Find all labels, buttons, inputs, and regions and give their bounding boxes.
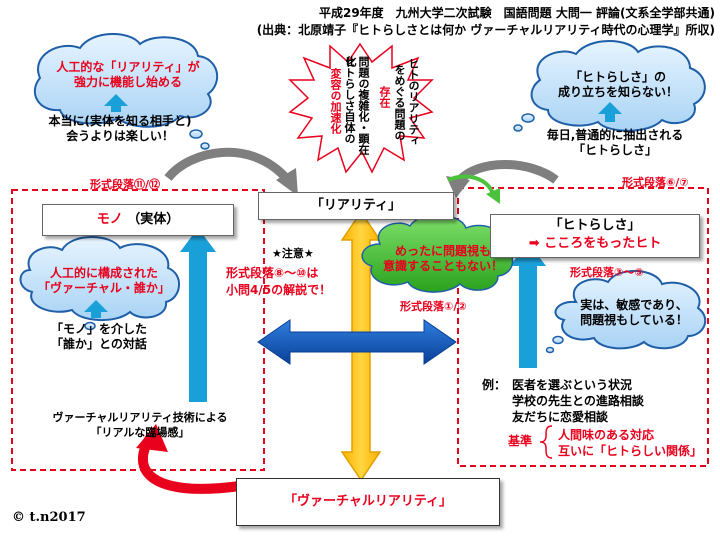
burst-line-1: ヒトのリアリティ	[407, 58, 420, 146]
top-right-cloud	[513, 40, 706, 132]
right-section-frame	[457, 187, 709, 467]
criteria-label: 基準	[508, 434, 533, 448]
mono-box-main: モノ	[96, 212, 123, 227]
left-cloud-line-2: 「ヴァーチャル・誰か」	[38, 281, 170, 295]
right-cloud-line-2: 問題視もしている！	[580, 313, 688, 327]
top-left-text-line-2: 会うよりは楽しい！	[66, 129, 174, 143]
top-right-up-arrow	[598, 102, 622, 122]
virtual-reality-box: 「ヴァーチャルリアリティ」	[236, 478, 500, 526]
left-cloud-text: 人工的に構成された 「ヴァーチャル・誰か」	[34, 266, 174, 296]
note-title: ★注意★	[272, 247, 314, 260]
green-cloud-text: めったに問題視も 意識することもない！	[378, 244, 508, 274]
top-right-cloud-line-2: 成り立ちを知らない！	[557, 85, 678, 99]
left-text-line-2: 「誰か」との対話	[51, 337, 147, 351]
criteria-line-2: 互いに「ヒトらしい関係」	[558, 444, 703, 458]
criteria-line-1: 人間味のある対応	[558, 428, 655, 442]
top-left-cloud-text: 人工的な「リアリティ」が 強力に機能し始める	[48, 60, 208, 90]
left-up-arrow	[180, 228, 216, 402]
left-text: 「モノ」を介した 「誰か」との対話	[34, 322, 164, 352]
examples-line-1: 医者を選ぶという状況	[512, 378, 633, 392]
reality-box: 「リアリティ」	[258, 192, 454, 220]
hitorashisa-box-arrow: ➡	[528, 236, 540, 251]
left-text-line-1: 「モノ」を介した	[50, 322, 147, 336]
burst-shape	[288, 42, 434, 174]
burst-line-6: 変容の加速化	[329, 68, 342, 134]
hitorashisa-box: 「ヒトらしさ」 ➡ こころをもったヒト	[490, 214, 700, 258]
examples-line-2: 学校の先生との進路相談	[512, 394, 644, 408]
right-up-arrow	[510, 242, 546, 368]
mono-box-sub: （実体）	[127, 212, 180, 227]
left-bottom-text: ヴァーチャルリアリティ技術による 「リアルな臨場感」	[28, 410, 252, 440]
header-source: (出典：北原靖子『ヒトらしさとは何か ヴァーチャルリアリティ時代の心理学』所収)	[256, 23, 715, 37]
burst-text: ヒトのリアリティ をめぐる問題の 存在 問題の複雑化・顕在化 ヒトらしさ自体の …	[312, 54, 422, 164]
right-inner-cloud	[545, 269, 707, 354]
right-cloud-line-1: 実は、敏感であり、	[580, 298, 688, 312]
section-label-11-12: 形式段落⑪/⑫	[90, 178, 161, 191]
hitorashisa-box-line-2-emph: こころをもったヒト	[544, 236, 662, 251]
left-inner-up-arrow	[84, 300, 108, 318]
gray-curve-arrow-left	[164, 147, 290, 182]
green-cloud-line-2: 意識することもない！	[382, 259, 503, 273]
header-title: 平成29年度 九州大学二次試験 国語問題 大問一 評論(文系全学部共通)	[318, 6, 715, 20]
examples-line-3: 友だちに恋愛相談	[512, 410, 609, 424]
left-section-frame	[11, 189, 265, 471]
left-cloud-line-1: 人工的に構成された	[49, 266, 158, 280]
hitorashisa-box-line-1: 「ヒトらしさ」	[549, 218, 641, 233]
left-inner-cloud	[19, 236, 180, 331]
top-right-text-line-1: 毎日,普通的に抽出される	[546, 128, 684, 142]
burst-line-4: 問題の複雑化・顕在化	[344, 56, 370, 155]
top-right-text: 毎日,普通的に抽出される 「ヒトらしさ」	[530, 128, 700, 158]
blue-horizontal-double-arrow	[257, 319, 457, 365]
burst-line-5: ヒトらしさ自体の	[343, 56, 356, 144]
top-left-cloud-line-2: 強力に機能し始める	[73, 75, 182, 89]
top-right-cloud-text: 「ヒトらしさ」の 成り立ちを知らない！	[548, 70, 688, 100]
mono-box: モノ （実体）	[42, 204, 234, 236]
top-left-text: 本当に(実体を知る相手と) 会うよりは楽しい！	[20, 114, 220, 144]
left-bottom-text-line-1: ヴァーチャルリアリティ技術による	[52, 411, 228, 424]
section-label-1-2: 形式段落①/②	[400, 300, 467, 313]
copyright-text: © t.n2017	[12, 510, 86, 525]
top-left-cloud-line-1: 人工的な「リアリティ」が	[56, 60, 200, 74]
note-line-1: 形式段落⑧〜⑩は	[226, 266, 319, 280]
burst-line-2: をめぐる問題の	[393, 64, 406, 141]
note-line-2: 小問4/5の解説で！	[226, 283, 332, 297]
top-left-cloud	[33, 32, 218, 150]
top-left-up-arrow	[104, 94, 128, 112]
criteria-brace	[539, 425, 553, 459]
top-left-text-line-1: 本当に(実体を知る相手と)	[48, 114, 192, 128]
green-cloud-line-1: めったに問題視も	[394, 244, 491, 258]
examples-label: 例：	[482, 378, 507, 392]
top-right-cloud-line-1: 「ヒトらしさ」の	[569, 70, 666, 84]
right-cloud-text: 実は、敏感であり、 問題視もしている！	[572, 298, 696, 328]
top-right-text-line-2: 「ヒトらしさ」	[572, 143, 657, 157]
section-label-3-5: 形式段落③〜⑤	[570, 266, 644, 279]
section-label-6-7: 形式段落⑥/⑦	[622, 176, 689, 189]
left-bottom-text-line-2: 「リアルな臨場感」	[90, 426, 190, 439]
burst-line-3: 存在	[378, 86, 391, 108]
gray-curve-arrow-right	[454, 160, 559, 186]
